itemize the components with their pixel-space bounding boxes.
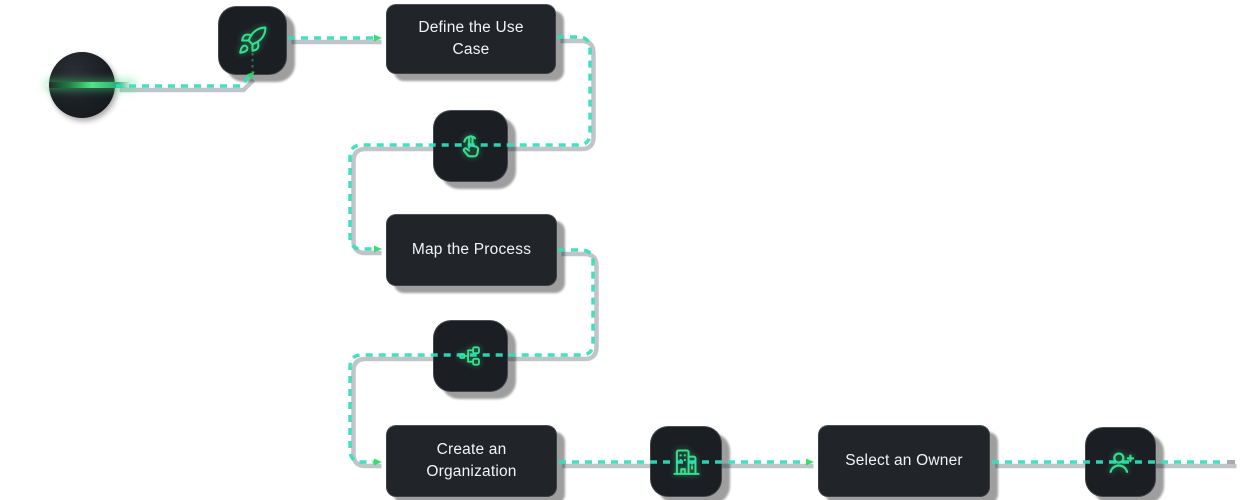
step-label: Map the Process (411, 241, 532, 258)
step-node-building (650, 426, 722, 497)
rocket-icon (239, 26, 267, 54)
track-start-to-launch (119, 78, 256, 93)
step-node-add-user (1085, 427, 1156, 497)
step-node-map-process: Map the Process (386, 214, 557, 286)
step-node-create-organization: Create an Organization (386, 425, 557, 497)
step-node-hierarchy (433, 320, 508, 392)
tap-icon (462, 135, 479, 158)
building-icon (672, 449, 700, 475)
user-add-icon (1109, 451, 1135, 473)
step-label: Create an Organization (426, 441, 517, 480)
connector-start-to-launch (116, 71, 255, 88)
step-node-select-owner: Select an Owner (818, 425, 990, 497)
step-label: Select an Owner (845, 452, 963, 469)
hierarchy-icon (458, 346, 480, 366)
step-label: Define the Use Case (418, 19, 524, 58)
step-node-define-use-case: Define the Use Case (386, 4, 556, 74)
laser-beam (46, 82, 134, 88)
step-node-launch (218, 6, 287, 75)
step-node-tap (433, 110, 508, 182)
